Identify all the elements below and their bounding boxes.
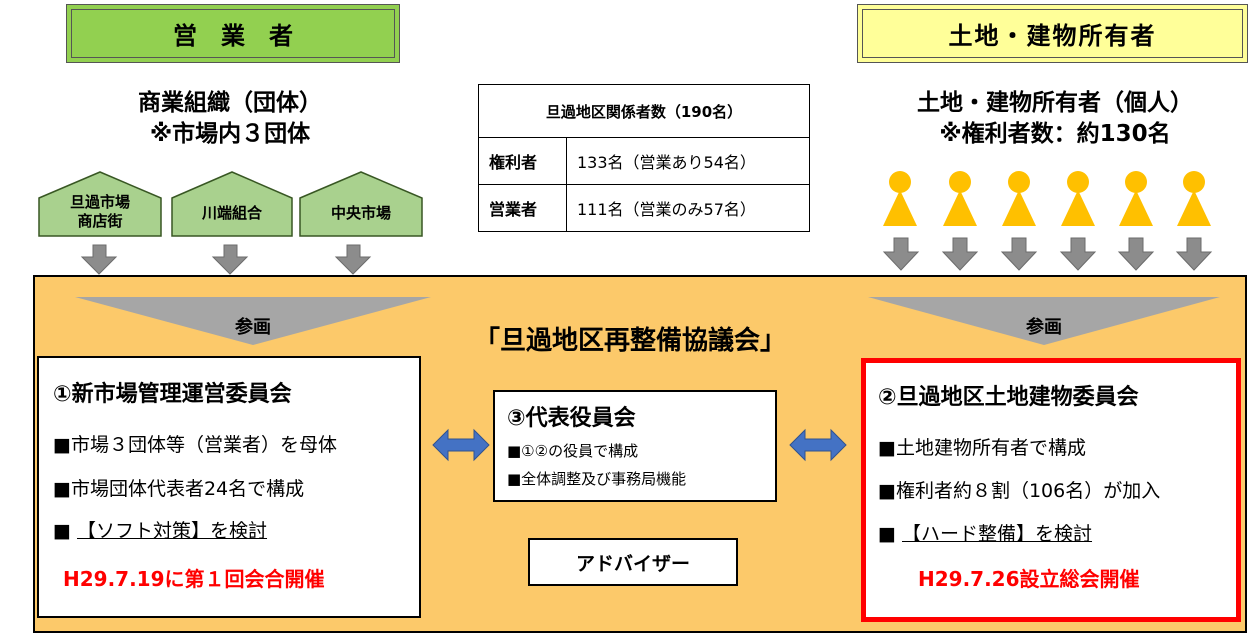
- box2-line3: ■ 【ハード整備】を検討: [878, 519, 1092, 546]
- down-arrow-icon: [80, 244, 118, 275]
- person-icon: [943, 171, 977, 226]
- box2-line1: ■土地建物所有者で構成: [878, 437, 1086, 459]
- box2-line3-main: 【ハード整備】を検討: [902, 523, 1093, 545]
- box1-line3-main: 【ソフト対策】を検討: [77, 520, 268, 542]
- table-row: 権利者 133名（営業あり54名）: [478, 137, 810, 185]
- table-cell-value: 133名（営業あり54名）: [566, 137, 810, 185]
- commercial-org-line1: 商業組織（団体）: [138, 90, 322, 116]
- down-arrow-icon: [1117, 237, 1155, 271]
- box3-title: ③代表役員会: [507, 406, 636, 431]
- box1-title: ①新市場管理運営委員会: [53, 382, 292, 407]
- person-icon: [883, 171, 917, 226]
- operators-header-label: 営 業 者: [173, 22, 293, 50]
- join-label-left: 参画: [235, 317, 271, 338]
- owners-group-title: 土地・建物所有者（個人） ※権利者数：約130名: [860, 88, 1250, 150]
- box2-line3-prefix: ■: [878, 523, 896, 545]
- owners-header: 土地・建物所有者: [857, 4, 1248, 63]
- commercial-org-line2: ※市場内３団体: [149, 121, 311, 147]
- down-arrow-icon: [882, 237, 920, 271]
- house-shape-2: [171, 171, 293, 237]
- market-groups: [38, 171, 423, 237]
- owners-header-label: 土地・建物所有者: [948, 22, 1157, 50]
- join-label-right: 参画: [1026, 317, 1062, 338]
- council-title: 「旦過地区再整備協議会」: [473, 326, 786, 356]
- down-arrow-icon: [1059, 237, 1097, 271]
- table-cell-value: 111名（営業のみ57名）: [566, 184, 810, 232]
- stakeholder-table-wrap: 旦過地区関係者数（190名） 権利者 133名（営業あり54名） 営業者 111…: [478, 84, 810, 232]
- double-arrow-icon: [789, 428, 847, 462]
- committee-box-market: ①新市場管理運営委員会 ■市場３団体等（営業者）を母体 ■市場団体代表者24名で…: [37, 356, 421, 618]
- box1-note: H29.7.19に第１回会合開催: [63, 567, 325, 591]
- box3-line2: ■全体調整及び事務局機能: [507, 470, 687, 488]
- down-arrow-icon: [1000, 237, 1038, 271]
- table-row: 営業者 111名（営業のみ57名）: [478, 184, 810, 232]
- house-shape-1: [38, 171, 162, 237]
- box2-title: ②旦過地区土地建物委員会: [878, 385, 1139, 410]
- box1-line2: ■市場団体代表者24名で構成: [53, 478, 305, 500]
- person-icon: [1119, 171, 1153, 226]
- owner-people: [883, 171, 1211, 226]
- double-arrow-icon: [432, 428, 490, 462]
- box2-note: H29.7.26設立総会開催: [918, 567, 1140, 591]
- committee-box-executive: ③代表役員会 ■①②の役員で構成 ■全体調整及び事務局機能: [493, 390, 777, 502]
- house-label-3: 中央市場: [330, 204, 391, 222]
- join-triangle-left: [75, 297, 431, 345]
- down-arrow-icon: [941, 237, 979, 271]
- operators-header: 営 業 者: [66, 4, 400, 63]
- advisor-box: アドバイザー: [528, 538, 738, 586]
- right-down-arrows: [882, 237, 1213, 271]
- house-label-1: 旦過市場 商店街: [69, 193, 130, 230]
- table-cell-label: 営業者: [478, 184, 567, 232]
- box1-line3: ■ 【ソフト対策】を検討: [53, 516, 267, 543]
- stakeholder-table: 旦過地区関係者数（190名） 権利者 133名（営業あり54名） 営業者 111…: [478, 84, 810, 232]
- down-arrow-icon: [211, 244, 249, 275]
- owners-group-line1: 土地・建物所有者（個人）: [917, 90, 1193, 116]
- down-arrow-icon: [1175, 237, 1213, 271]
- house-label-2: 川端組合: [201, 204, 262, 222]
- box3-line1: ■①②の役員で構成: [507, 442, 639, 460]
- box1-line3-prefix: ■: [53, 520, 71, 542]
- person-icon: [1002, 171, 1036, 226]
- table-title: 旦過地区関係者数（190名）: [478, 84, 810, 138]
- house-shape-3: [299, 171, 423, 237]
- owners-group-line2: ※権利者数：約130名: [939, 121, 1171, 147]
- person-icon: [1177, 171, 1211, 226]
- box2-line2: ■権利者約８割（106名）が加入: [878, 480, 1161, 502]
- box1-line1: ■市場３団体等（営業者）を母体: [53, 434, 337, 456]
- join-triangle-right: [868, 297, 1220, 345]
- committee-box-land: ②旦過地区土地建物委員会 ■土地建物所有者で構成 ■権利者約８割（106名）が加…: [861, 358, 1241, 622]
- left-down-arrows: [80, 244, 372, 275]
- commercial-org-title: 商業組織（団体） ※市場内３団体: [90, 88, 370, 150]
- table-cell-label: 権利者: [478, 137, 567, 185]
- person-icon: [1061, 171, 1095, 226]
- down-arrow-icon: [334, 244, 372, 275]
